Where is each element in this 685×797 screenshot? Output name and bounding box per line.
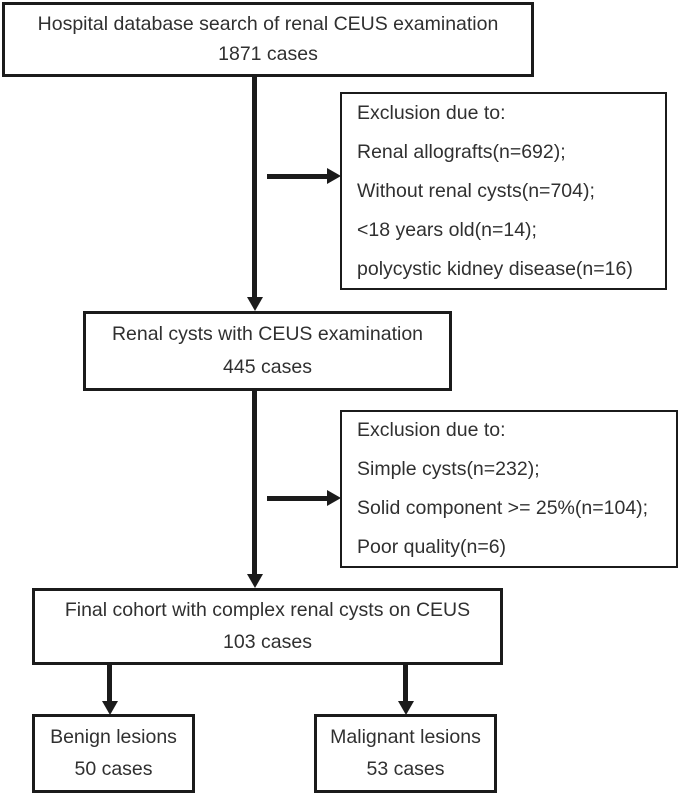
node-benign-count: 50 cases [74,758,153,780]
arrow-down-icon [247,297,263,311]
node-search-box: Hospital database search of renal CEUS e… [2,2,534,77]
arrow-search-to-cysts-shaft [252,77,257,297]
node-final-title: Final cohort with complex renal cysts on… [64,599,471,622]
node-malignant-box: Malignant lesions 53 cases [314,714,497,793]
node-search-count: 1871 cases [218,43,318,66]
exclusion2-header: Exclusion due to: [357,419,506,441]
exclusion1-item: polycystic kidney disease(n=16) [357,257,633,280]
exclusion1-item: Without renal cysts(n=704); [357,179,595,202]
arrow-cysts-to-final-shaft [252,391,257,574]
exclusion1-header: Exclusion due to: [357,101,506,124]
node-final-cohort-box: Final cohort with complex renal cysts on… [32,588,503,665]
node-cysts-box: Renal cysts with CEUS examination 445 ca… [83,311,452,391]
arrow-final-to-benign-shaft [107,665,112,701]
node-final-count: 103 cases [223,630,312,653]
node-exclusion2-box: Exclusion due to: Simple cysts(n=232); S… [340,410,678,568]
arrow-down-icon [398,701,414,715]
arrow-final-to-malignant-shaft [403,665,408,701]
node-benign-title: Benign lesions [50,726,177,748]
arrow-right-icon [327,490,341,506]
node-malignant-title: Malignant lesions [330,726,481,748]
arrow-down-icon [102,701,118,715]
arrow-to-exclusion2-shaft [267,496,327,501]
node-benign-box: Benign lesions 50 cases [32,714,195,793]
node-cysts-title: Renal cysts with CEUS examination [111,323,424,346]
node-malignant-count: 53 cases [366,758,445,780]
arrow-right-icon [327,168,341,184]
exclusion2-item: Poor quality(n=6) [357,536,507,558]
node-cysts-count: 445 cases [223,355,312,378]
exclusion1-item: <18 years old(n=14); [357,218,537,241]
node-exclusion1-box: Exclusion due to: Renal allografts(n=692… [340,92,667,290]
node-search-title: Hospital database search of renal CEUS e… [37,12,499,35]
exclusion2-item: Simple cysts(n=232); [357,458,540,480]
exclusion2-item: Solid component >= 25%(n=104); [357,497,649,519]
arrow-to-exclusion1-shaft [267,174,327,179]
exclusion1-item: Renal allografts(n=692); [357,140,566,163]
arrow-down-icon [247,574,263,588]
